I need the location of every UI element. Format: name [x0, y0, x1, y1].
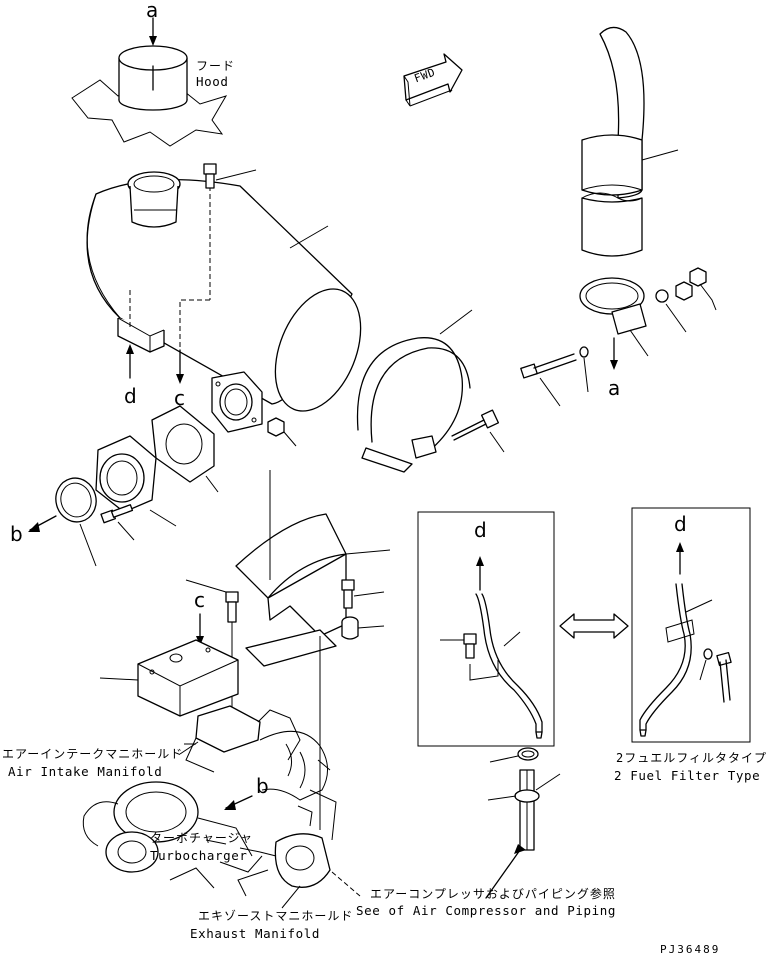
ref-c-arrow-muffler — [176, 349, 184, 384]
compressor-label-en: See of Air Compressor and Piping — [356, 903, 617, 918]
hood-detail — [71, 45, 228, 147]
air-intake-label-en: Air Intake Manifold — [8, 764, 163, 779]
muffler-guide-lines — [129, 186, 211, 350]
fuel-filter-label-jp: 2フュエルフィルタタイプ — [616, 751, 766, 765]
bracket-spacer — [341, 616, 385, 640]
exhaust-label-jp: エキゾーストマニホールド — [198, 909, 354, 923]
ref-c-bracket: c — [194, 588, 205, 612]
ref-a-top: a — [146, 0, 159, 22]
ref-d-box2: d — [674, 512, 687, 536]
fuel-filter-label-en: 2 Fuel Filter Type — [614, 768, 761, 783]
flange-nut — [267, 417, 297, 447]
ref-a-arrow-top — [149, 17, 157, 46]
muffler-leader — [289, 225, 329, 249]
clamp-ring — [55, 477, 97, 567]
gasket — [151, 405, 219, 493]
exhaust-label-en: Exhaust Manifold — [190, 926, 321, 941]
ref-d-box1: d — [474, 518, 487, 542]
mounting-band — [356, 309, 473, 473]
ref-b-arrow-clamp — [28, 515, 57, 532]
air-intake-label-jp: エアーインテークマニホールド — [2, 747, 184, 761]
engine-outline — [259, 730, 337, 841]
hood-label-jp: フード — [196, 59, 236, 73]
ref-d-arrow-box2 — [676, 542, 684, 575]
ref-c-muffler: c — [174, 386, 185, 410]
clamp-bolt — [520, 346, 589, 407]
elbow-adapter — [95, 435, 177, 527]
ref-d-muffler: d — [124, 384, 137, 408]
muffler-top-bolt — [203, 163, 257, 189]
adapter-bolt — [100, 504, 135, 541]
band-bolt — [451, 409, 505, 453]
alternative-arrow — [559, 613, 629, 639]
fwd-arrow-icon — [403, 53, 463, 107]
exhaust-manifold — [237, 805, 331, 897]
ref-c-arrow-bracket — [196, 613, 204, 646]
ref-b-clamp: b — [10, 522, 23, 546]
turbo-label-en: Turbocharger — [150, 848, 248, 863]
turbocharger — [82, 781, 263, 889]
turbo-label-jp: ターボチャージャ — [150, 831, 254, 845]
muffler-outlet-flange — [211, 371, 263, 433]
tail-pipe — [581, 26, 679, 257]
clamp-nut-washer — [655, 267, 717, 333]
drawing-code: PJ36489 — [660, 943, 721, 956]
muffler-bracket — [235, 470, 391, 667]
detail-box-2-filter — [631, 507, 751, 743]
bracket-bolt-1 — [341, 579, 385, 609]
detail-box-standard — [417, 511, 555, 747]
ref-a-arrow-clamp — [610, 337, 618, 370]
hood-label-en: Hood — [196, 74, 229, 89]
compressor-label-jp: エアーコンプレッサおよびパイピング参照 — [370, 887, 616, 901]
label-leaders — [179, 741, 361, 909]
air-intake-manifold — [184, 705, 301, 773]
ref-a-clamp: a — [608, 376, 621, 400]
tail-pipe-clamp — [579, 277, 649, 357]
support-bracket — [99, 639, 239, 717]
ref-b-arrow-turbo — [224, 795, 253, 810]
ref-d-arrow-muffler — [126, 344, 134, 379]
ref-b-turbo: b — [256, 774, 269, 798]
compressor-pipe — [485, 747, 561, 899]
ref-d-arrow-box1 — [476, 556, 484, 591]
